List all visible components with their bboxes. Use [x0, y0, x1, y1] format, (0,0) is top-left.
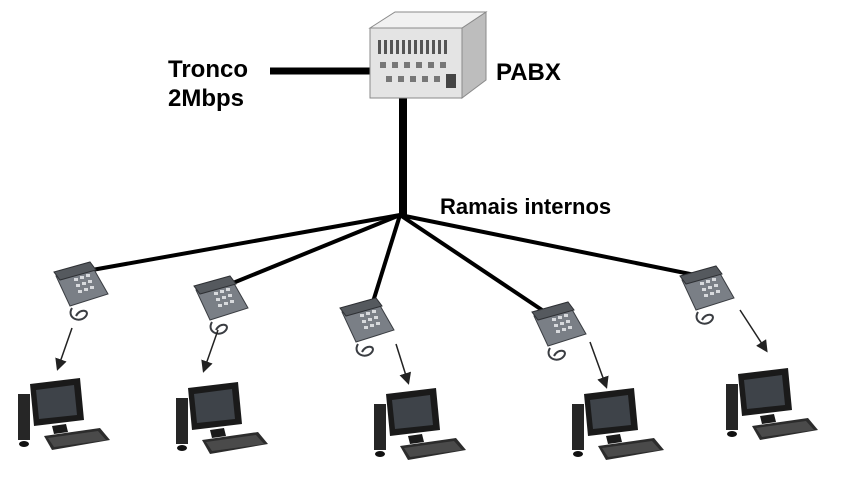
extensions-label: Ramais internos — [440, 194, 612, 219]
arrow-icon — [55, 327, 73, 371]
telephone-icon — [339, 297, 395, 357]
pabx-icon — [368, 11, 488, 99]
extension-cable-3 — [370, 214, 402, 306]
extension-cable-2 — [227, 213, 401, 287]
desktop-computer-icon — [374, 388, 466, 460]
arrow-icon — [201, 329, 219, 373]
desktop-computer-icon — [176, 382, 268, 454]
trunk-label: Tronco — [168, 56, 249, 83]
desktop-computer-icon — [18, 378, 110, 450]
desktop-computer-icon — [572, 388, 664, 460]
trunk-speed-label: 2Mbps — [168, 85, 245, 112]
extension-cable-5 — [399, 213, 696, 277]
pabx-label: PABX — [496, 59, 561, 86]
extension-cable-1 — [91, 213, 401, 272]
connection-arrows — [55, 309, 768, 389]
telephone-icon — [531, 301, 587, 361]
telephones — [53, 261, 735, 361]
desktop-computer-icon — [726, 368, 818, 440]
extension-cable-4 — [398, 213, 544, 312]
arrow-icon — [589, 341, 609, 389]
arrow-icon — [395, 343, 412, 385]
telephone-icon — [53, 261, 109, 321]
computers — [18, 368, 818, 460]
arrow-icon — [739, 309, 768, 353]
telephone-icon — [193, 275, 249, 335]
telephone-icon — [679, 265, 735, 325]
extension-cables — [91, 213, 696, 312]
